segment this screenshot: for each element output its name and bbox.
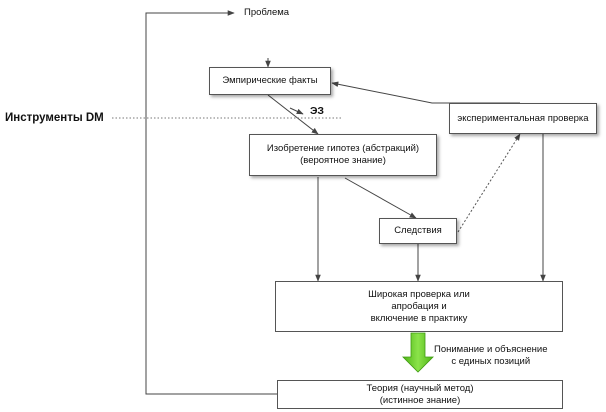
understanding-label: Понимание и объяснение с единых позиций <box>434 344 548 368</box>
wide-check-box: Широкая проверка или апробация и включен… <box>275 281 563 332</box>
consequences-box: Следствия <box>379 218 457 244</box>
understanding-line-1: Понимание и объяснение <box>434 344 548 355</box>
consequences-text: Следствия <box>394 225 442 236</box>
theory-box: Теория (научный метод) (истинное знание) <box>277 380 563 409</box>
wide-check-line-3: включение в практику <box>370 312 468 324</box>
theory-text: Теория (научный метод) <box>366 382 474 394</box>
experimental-to-facts-arrow <box>331 81 520 104</box>
empirical-facts-text: Эмпирические факты <box>222 75 318 86</box>
wide-check-line-1: Широкая проверка или <box>368 288 470 300</box>
understanding-line-2: с единых позиций <box>451 356 531 367</box>
hypotheses-subtext: (вероятное знание) <box>300 155 386 166</box>
theory-to-problem-connector <box>145 10 277 395</box>
understanding-green-arrow <box>402 332 434 373</box>
tools-to-ez-arrow <box>289 107 304 115</box>
ez-label: ЭЗ <box>310 105 324 117</box>
tools-label: Инструменты DM <box>5 112 104 124</box>
wide-check-line-2: апробация и <box>391 300 447 312</box>
empirical-facts-box: Эмпирические факты <box>209 67 331 95</box>
hypotheses-to-consequences-arrow <box>344 177 417 219</box>
consequences-to-experimental-arrow <box>457 133 521 233</box>
hypotheses-text: Изобретение гипотез (абстракций) <box>266 143 420 154</box>
theory-subtext: (истинное знание) <box>379 394 461 406</box>
problem-label: Проблема <box>244 7 290 18</box>
experimental-verification-box: экспериментальная проверка <box>449 103 597 134</box>
experimental-verification-text: экспериментальная проверка <box>457 112 589 124</box>
hypotheses-box: Изобретение гипотез (абстракций) (вероят… <box>249 134 437 176</box>
facts-to-hypotheses-arrow <box>267 94 319 135</box>
